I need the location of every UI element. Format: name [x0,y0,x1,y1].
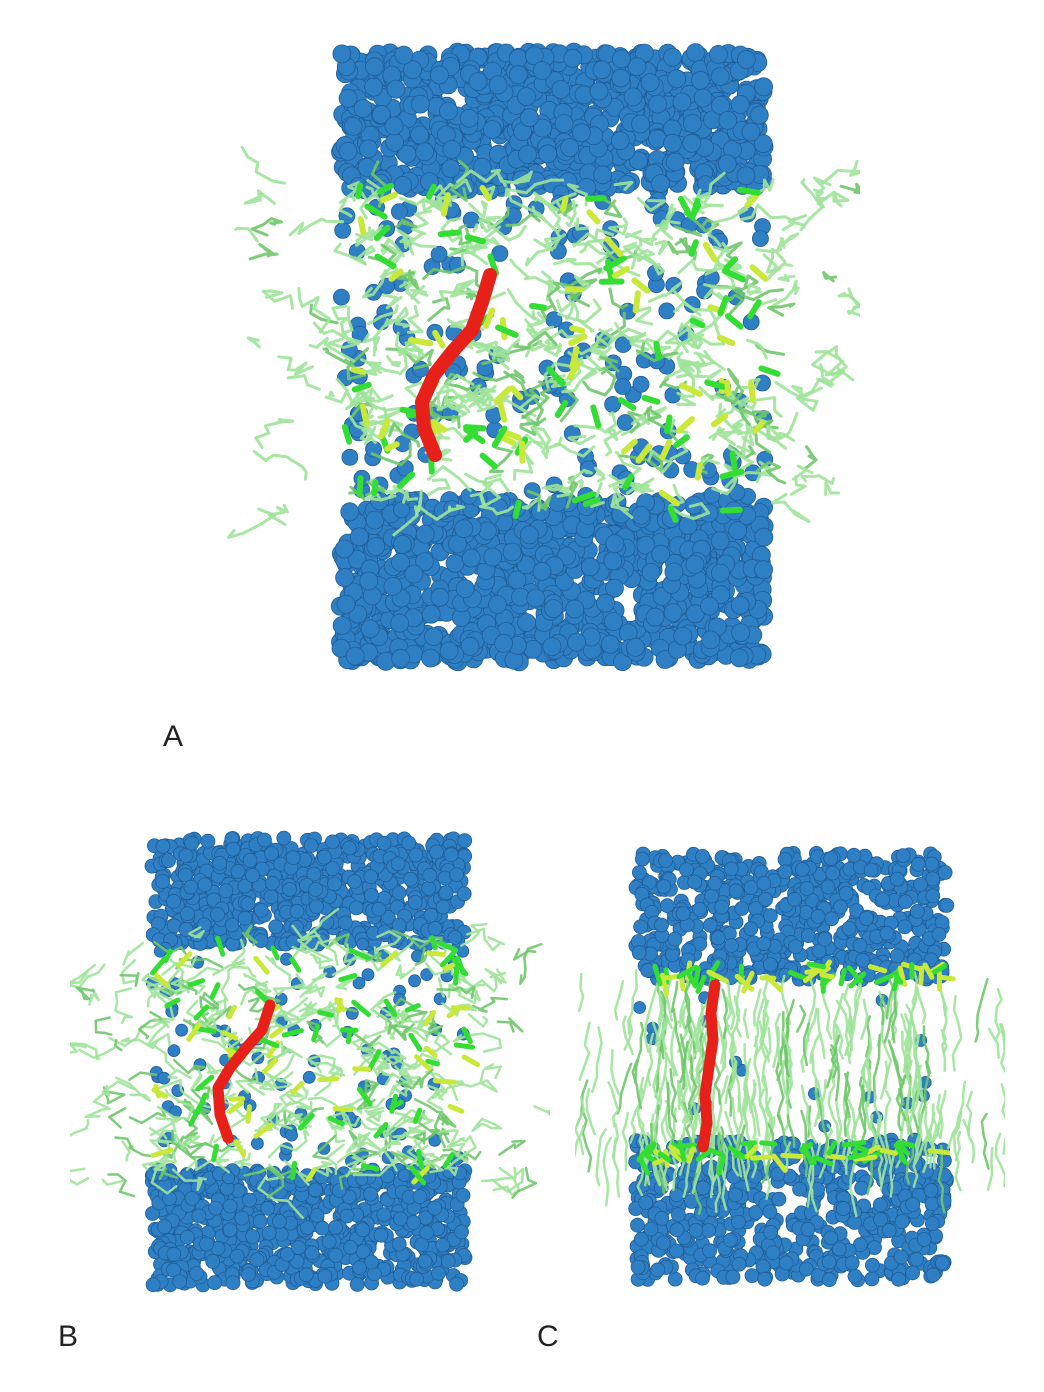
lipid-headgroups [150,935,480,1186]
lipid-tails [227,145,860,539]
lipid-headgroups [341,182,781,523]
lipid-headgroups [636,959,956,1176]
water-layer [144,830,473,1293]
simulation-snapshot-c [575,845,1005,1288]
peptide [212,999,276,1144]
peptide [415,268,497,462]
simulation-snapshot-b [70,830,550,1293]
panel-label-c: C [537,1320,559,1353]
peptide [697,979,721,1153]
panel-label-a: A [163,720,184,753]
simulation-snapshot-a [227,42,860,672]
panel-label-b: B [58,1320,79,1353]
